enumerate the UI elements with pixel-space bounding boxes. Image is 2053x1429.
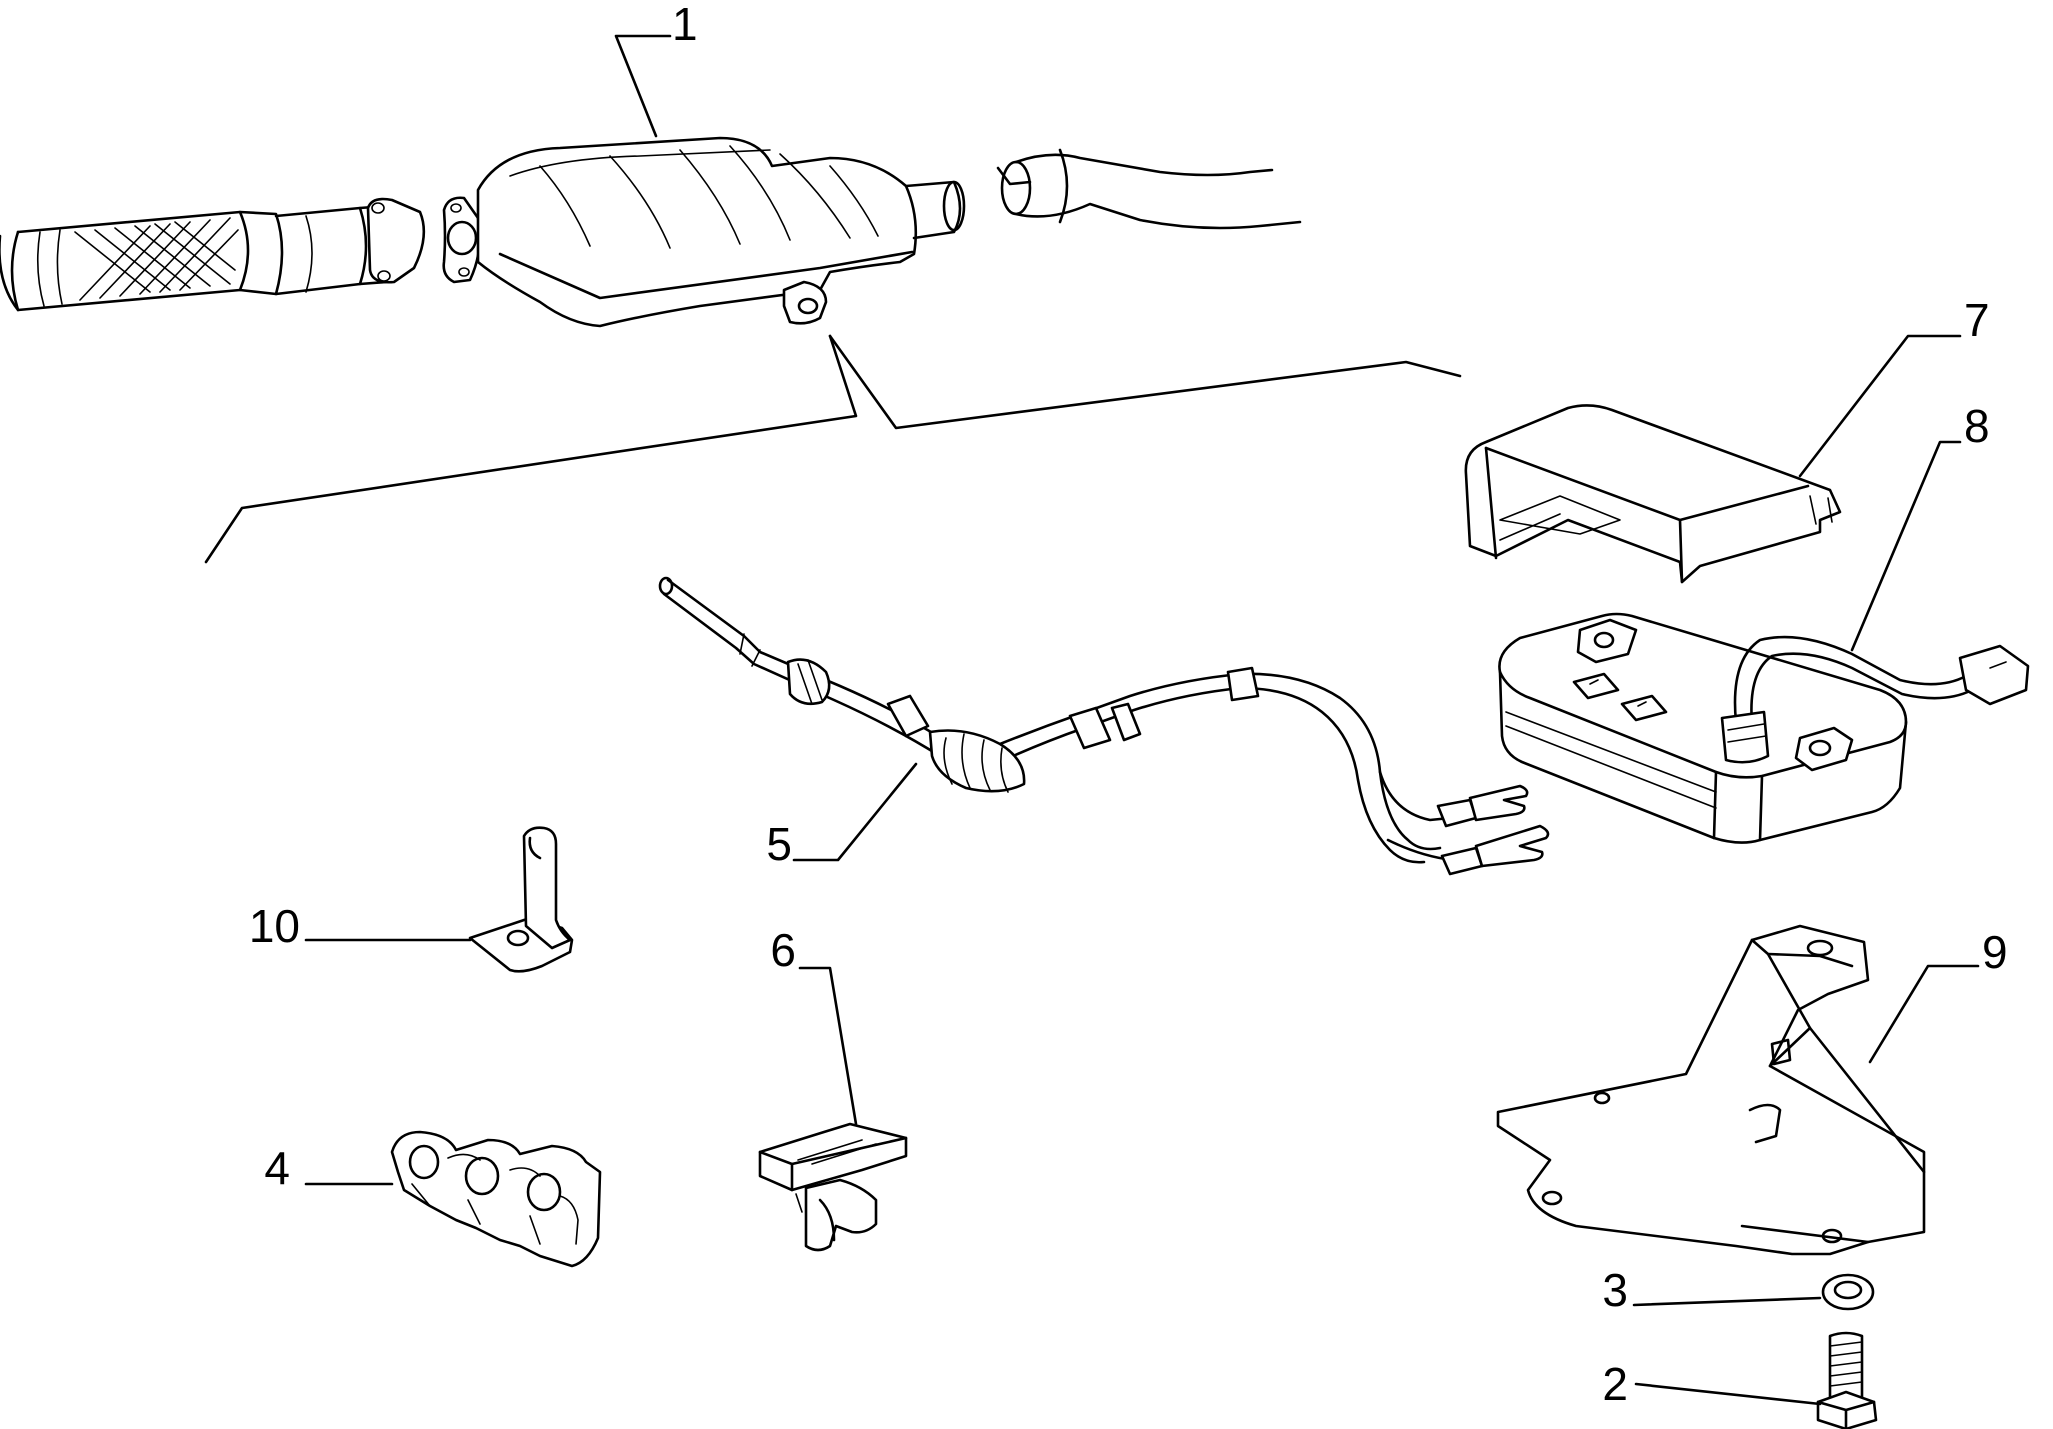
leader-line-5 [792,762,918,862]
callout-6: 6 [770,924,796,976]
control-unit-cover [1464,404,1842,584]
exhaust-temperature-sensor [658,576,1550,876]
callout-2: 2 [1602,1358,1628,1410]
rear-exhaust-pipe [996,148,1302,230]
callout-9: 9 [1982,926,2008,978]
wiring-clip [758,1122,908,1252]
leader-line-9 [1868,964,1980,1064]
leader-line-6 [798,966,858,1126]
callout-4: 4 [264,1142,290,1194]
catalytic-converter [442,136,966,328]
leader-line-8 [1850,440,1962,652]
leader-line-7 [1798,334,1962,478]
callout-10: 10 [249,900,300,952]
sensor-location-guide [204,334,1462,564]
leader-lines [304,34,1980,1406]
cable-clip [390,1130,602,1268]
bolt [1816,1331,1878,1429]
callout-5: 5 [766,818,792,870]
leader-line-2 [1634,1382,1822,1406]
callout-7: 7 [1964,294,1990,346]
electronic-control-unit [1498,612,2030,844]
mounting-bracket [468,826,574,973]
mounting-plate [1496,924,1926,1256]
front-exhaust-pipe [0,197,426,312]
leader-line-1 [614,34,672,138]
callout-1: 1 [672,0,698,50]
catalytic-converter-assembly [0,136,1302,328]
leader-line-3 [1632,1296,1822,1307]
callout-3: 3 [1602,1264,1628,1316]
washer [1821,1273,1875,1311]
callout-labels: 1 2 3 4 5 6 7 8 9 10 [249,0,2008,1410]
callout-8: 8 [1964,400,1990,452]
